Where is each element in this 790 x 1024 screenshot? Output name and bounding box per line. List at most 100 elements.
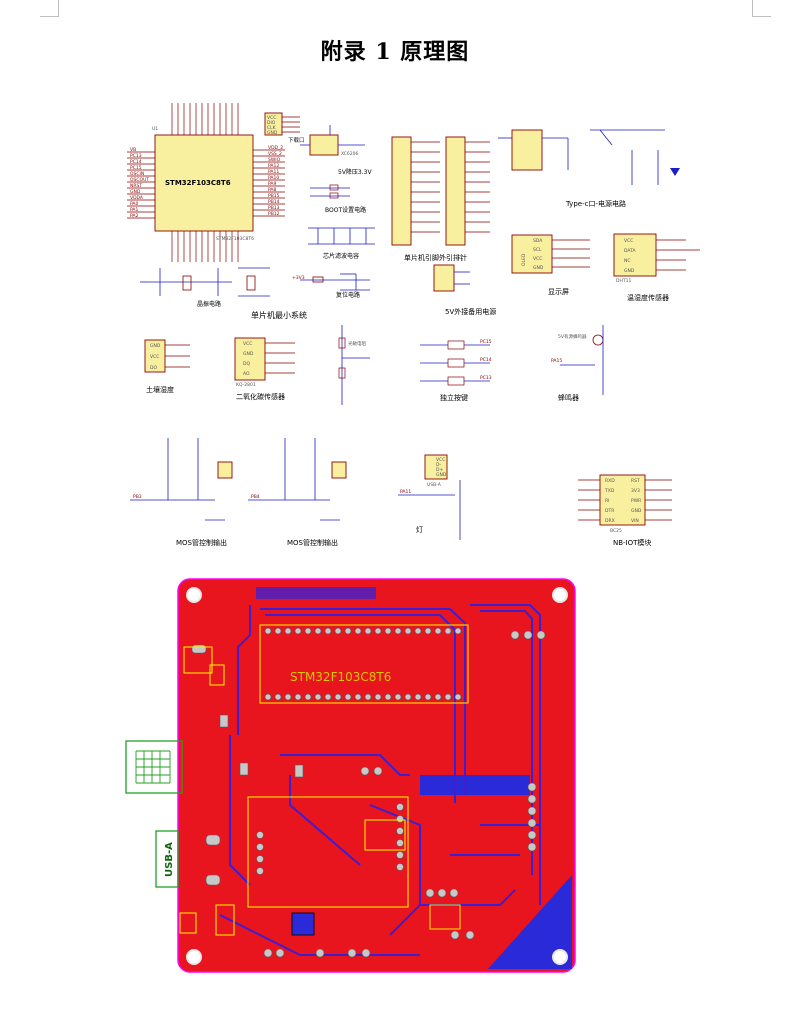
crystal-circuit: 晶振电路 [140,267,270,308]
nbiot-left-pin-3: RI [605,498,609,504]
mos2-caption: MOS管控制输出 [287,538,338,547]
mos1-caption: MOS管控制输出 [176,538,227,547]
mcu-right-pin-2: VSS_2 [268,151,282,157]
nbiot-left-pin-5: DRX [605,518,615,524]
oled-pin-3: VCC [533,256,542,262]
soil-pin-1: GND [150,343,161,349]
nbiot-part: BC25 [610,528,622,534]
buzzer-circuit: 5V有源蜂鸣器 PA15 蜂鸣器 [551,325,604,402]
nbiot-left-pin-1: RXD [605,478,615,484]
mcu-left-pin-10: PA0 [130,201,139,207]
typec-circuit: Type-c口-电源电路 [498,129,680,208]
nbiot-left-pin-4: DTR [605,508,614,514]
page-corner-mark-left [40,0,59,17]
mcu-left-pin-6: OSCOUT [130,177,149,183]
soil-pin-2: VCC [150,354,159,360]
pcb-usb-a-label: USB-A [164,842,175,877]
usb-pin-3: D+ [436,467,443,473]
nbiot-right-pin-1: RST [631,478,640,484]
mounting-hole-tr [552,587,568,603]
mcu-right-pin-11: PB13 [268,205,280,211]
mcu-caption: STM32F103C8T6 [216,236,254,242]
mcu-left-pin-4: PC15 [130,165,142,171]
mcu-header-top-pads [264,627,462,635]
lamp-caption: 灯 [416,525,423,534]
usb-pin-2: D- [436,462,441,468]
mcu-block: U1 VB P [127,103,285,262]
nbiot-left-pin-2: TXD [604,488,615,494]
swd-pin-2: DIO [267,120,276,126]
boot-caption: BOOT设置电路 [325,206,366,214]
lamp-part: USB-A [427,482,442,488]
mos2-net: PB4 [251,494,260,500]
regulator-caption: 5V降压3.3V [338,168,372,176]
mcu-right-pin-6: PA10 [268,175,279,181]
mcu-right-pin-1: VDD_2 [268,145,283,151]
swd-pin-1: VCC [267,115,276,121]
dht11-sensor: VCC DATA NC GND DHT11 温湿度传感器 [613,233,700,302]
buzzer-label: 5V有源蜂鸣器 [558,333,587,340]
mcu-designator: U1 [152,126,158,132]
swd-pin-4: GND [267,130,278,136]
co2-pin-1: VCC [243,341,252,347]
co2-pin-3: DQ [243,361,250,367]
boot-circuit: BOOT设置电路 [310,184,366,214]
usb-a-outline [125,740,183,794]
oled-part: OLED [521,253,527,266]
buzzer-net: PA15 [551,358,562,364]
schematic-diagram: U1 VB P [127,103,700,547]
decoupling-circuit: 芯片滤波电容 [308,227,375,260]
page-corner-mark-right [752,0,771,17]
swd-pin-3: CLK [267,125,277,131]
mcu-header-bottom-pads [264,693,462,701]
module-silkscreen-outline [247,796,409,908]
soil-sensor: GND VCC DO 土壤湿度 [144,339,190,394]
pcb-traces [219,604,541,956]
mcu-part-label: STM32F103C8T6 [165,179,231,187]
mos1-net: PB3 [133,494,142,500]
co2-pin-4: AO [243,371,250,377]
pcb-chip-label: STM32F103C8T6 [290,670,391,684]
co2-part: KQ-2801 [236,382,256,388]
mcu-right-pin-7: PA9 [268,181,277,187]
nbiot-right-pin-5: VIN [631,518,639,524]
co2-sensor: VCC GND DQ AO KQ-2801 二氧化碳传感器 [234,337,295,401]
backup-power: 5V外接备用电源 [433,264,496,316]
light-caption: 光敏电阻 [348,340,366,347]
mcu-left-pin-2: PC13 [130,153,142,159]
keys-caption: 独立按键 [440,393,468,402]
oled-pin-2: SCL [533,247,542,253]
nbiot-right-pin-4: GND [631,508,642,514]
keys-circuit: PC15 PC14 PC13 独立按键 [420,339,492,402]
mcu-left-pin-8: GND [130,189,141,195]
mcu-right-pin-8: PA8 [268,187,277,193]
nbiot-module: RXD TXD RI DTR DRX RST 3V3 PWR GND VIN B… [578,474,672,547]
pcb-silkscreen-marks [179,646,406,936]
key-net-1: PC15 [480,339,492,345]
regulator-part: XC6206 [341,151,358,157]
oled-caption: 显示屏 [548,288,569,296]
light-sensor: 光敏电阻 [338,325,370,405]
regulator-circuit: XC6206 5V降压3.3V [300,125,372,176]
dht11-part: DHT11 [616,278,631,284]
dht11-caption: 温湿度传感器 [627,293,669,302]
reset-caption: 复位电路 [336,291,360,299]
minimal-system-caption: 单片机最小系统 [251,310,307,320]
pin-headers: 单片机引脚外引排针 [391,136,490,262]
crystal-caption: 晶振电路 [197,300,221,308]
mcu-left-pin-3: PC14 [130,159,142,165]
mcu-left-pin-12: PA2 [130,213,139,219]
dht11-pin-3: NC [624,258,631,264]
mcu-left-pin-1: VB [130,147,136,153]
buzzer-caption: 蜂鸣器 [558,393,579,402]
mcu-left-pin-7: NRST [130,183,142,189]
mcu-left-pin-5: OSCIN [130,171,144,177]
reset-circuit: +3V3 复位电路 [292,273,370,299]
mcu-symbol [154,134,254,232]
pcb-ground-pour-corner [488,875,572,969]
swd-caption: 下载口 [288,136,305,144]
oled-module: OLED SDA SCL VCC GND 显示屏 [511,234,590,296]
key-net-3: PC13 [480,375,492,381]
mcu-right-pin-5: PA11 [268,169,279,175]
mcu-right-pin-4: PA12 [268,163,279,169]
